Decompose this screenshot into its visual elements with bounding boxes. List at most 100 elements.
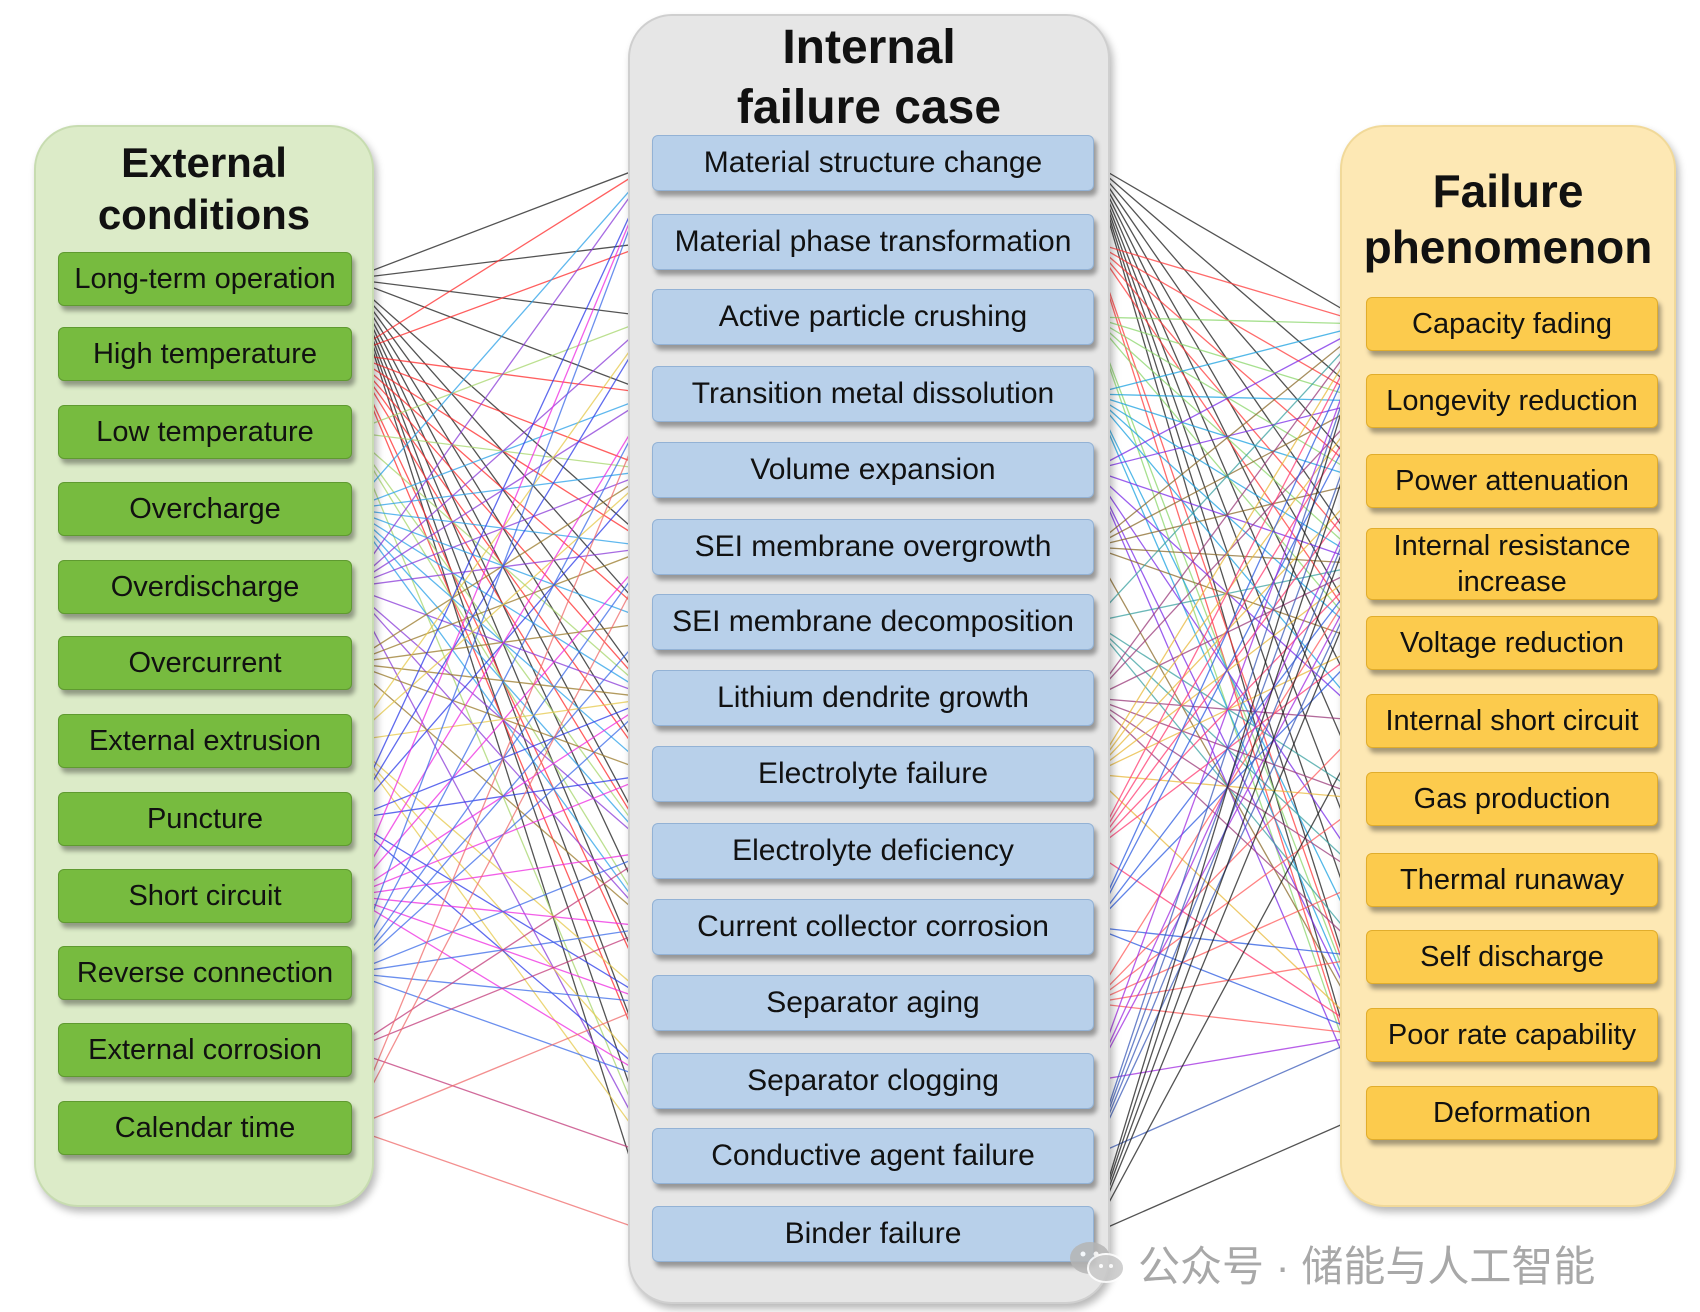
internal-title-line2: failure case [736,81,1002,134]
link-internal-phenomenon [1091,323,1369,548]
link-internal-phenomenon [1091,393,1369,1036]
external-node-calendar-time: Calendar time [58,1101,352,1155]
link-internal-phenomenon [1091,323,1369,1235]
link-internal-phenomenon [1091,241,1369,482]
link-external-internal [349,740,655,1157]
link-external-internal [349,353,655,623]
link-external-internal [349,241,655,355]
external-node-external-extrusion: External extrusion [58,714,352,768]
link-internal-phenomenon [1091,563,1369,699]
link-internal-phenomenon [1091,316,1369,482]
link-external-internal [349,316,655,588]
link-internal-phenomenon [1091,241,1369,565]
phenomenon-node-capacity-fading: Capacity fading [1366,297,1658,351]
link-external-internal [349,546,655,1129]
failure-phenomenon-title: Failure phenomenon [1342,163,1674,275]
link-external-internal [349,1049,655,1157]
link-internal-phenomenon [1091,621,1369,881]
link-internal-phenomenon [1091,241,1369,402]
link-internal-phenomenon [1091,480,1369,775]
link-external-internal [349,162,655,280]
link-external-internal [349,508,655,699]
link-internal-phenomenon [1091,469,1369,565]
link-internal-phenomenon [1091,563,1369,928]
external-conditions-title: External conditions [36,137,372,241]
link-external-internal [349,393,655,1129]
external-node-overcurrent: Overcurrent [58,636,352,690]
internal-node-electrolyte-deficiency: Electrolyte deficiency [652,823,1094,879]
link-internal-phenomenon [1091,162,1369,565]
external-node-overdischarge: Overdischarge [58,560,352,614]
internal-node-binder-failure: Binder failure [652,1206,1094,1262]
link-internal-phenomenon [1091,563,1369,1082]
watermark: 公众号 · 储能与人工智能 [1068,1238,1595,1290]
link-internal-phenomenon [1091,393,1369,482]
phenomenon-node-internal-short-circuit: Internal short circuit [1366,694,1658,748]
link-external-internal [349,697,655,820]
link-internal-phenomenon [1091,241,1369,1036]
link-internal-phenomenon [1091,241,1369,325]
link-internal-phenomenon [1091,323,1369,471]
internal-node-volume-expansion: Volume expansion [652,442,1094,498]
link-internal-phenomenon [1091,316,1369,325]
external-node-short-circuit: Short circuit [58,869,352,923]
external-node-overcharge: Overcharge [58,482,352,536]
link-external-internal [349,662,655,775]
link-external-internal [349,162,655,588]
link-external-internal [349,162,655,510]
external-node-external-corrosion: External corrosion [58,1023,352,1077]
link-external-internal [349,241,655,280]
link-external-internal [349,621,655,664]
link-external-internal [349,972,655,1082]
internal-node-sei-membrane-overgrowth: SEI membrane overgrowth [652,519,1094,575]
phenomenon-node-gas-production: Gas production [1366,772,1658,826]
link-internal-phenomenon [1091,563,1369,852]
internal-node-separator-clogging: Separator clogging [652,1053,1094,1109]
link-internal-phenomenon [1091,323,1369,395]
link-internal-phenomenon [1091,1034,1369,1082]
link-external-internal [349,697,655,974]
link-internal-phenomenon [1091,697,1369,800]
phenomenon-node-self-discharge: Self discharge [1366,930,1658,984]
phenomenon-node-deformation: Deformation [1366,1086,1658,1140]
link-external-internal [349,162,655,820]
link-internal-phenomenon [1091,323,1369,1157]
link-external-internal [349,393,655,974]
link-internal-phenomenon [1091,400,1369,928]
link-external-internal [349,353,655,852]
external-title-line1: External [121,139,287,186]
external-node-long-term-operation: Long-term operation [58,252,352,306]
link-external-internal [349,353,655,775]
phenomenon-node-internal-resistance-increase: Internal resistance increase [1366,528,1658,600]
link-internal-phenomenon [1091,773,1369,1036]
link-internal-phenomenon [1091,1112,1369,1235]
link-external-internal [349,508,655,623]
link-internal-phenomenon [1091,1002,1369,1036]
internal-node-separator-aging: Separator aging [652,975,1094,1031]
link-internal-phenomenon [1091,642,1369,852]
link-internal-phenomenon [1091,480,1369,852]
link-external-internal [349,162,655,355]
link-internal-phenomenon [1091,563,1369,1157]
link-internal-phenomenon [1091,400,1369,1235]
external-node-reverse-connection: Reverse connection [58,946,352,1000]
link-external-internal [349,850,655,1051]
link-external-internal [349,740,655,1004]
link-internal-phenomenon [1091,546,1369,644]
phenomenon-node-longevity-reduction: Longevity reduction [1366,374,1658,428]
link-external-internal [349,393,655,897]
internal-node-lithium-dendrite-growth: Lithium dendrite growth [652,670,1094,726]
link-external-internal [349,431,655,1157]
link-internal-phenomenon [1091,697,1369,958]
link-internal-phenomenon [1091,642,1369,775]
link-external-internal [349,662,655,699]
external-node-puncture: Puncture [58,792,352,846]
phenomenon-node-poor-rate-capability: Poor rate capability [1366,1008,1658,1062]
internal-node-sei-membrane-decomposition: SEI membrane decomposition [652,594,1094,650]
link-internal-phenomenon [1091,393,1369,565]
external-node-high-temperature: High temperature [58,327,352,381]
link-internal-phenomenon [1091,323,1369,699]
link-external-internal [349,508,655,775]
link-internal-phenomenon [1091,316,1369,644]
